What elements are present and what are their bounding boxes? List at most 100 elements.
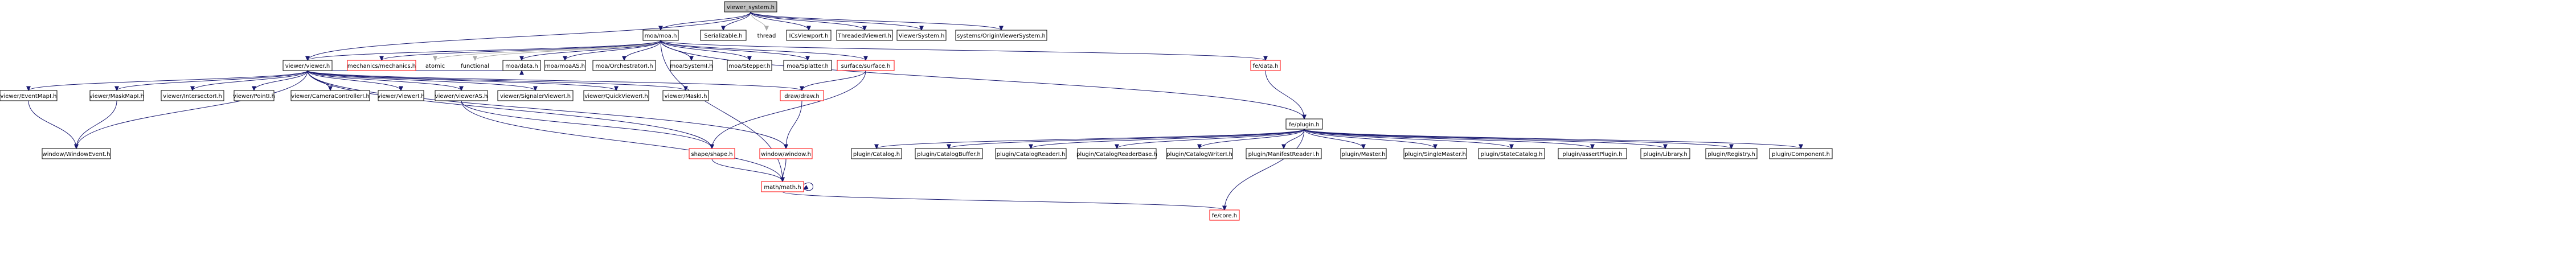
node-p-catwrite[interactable]: plugin/CatalogWriterI.h xyxy=(1166,148,1233,159)
edges-layer xyxy=(26,11,1803,211)
arrow-head-icon xyxy=(710,144,714,150)
node-box xyxy=(689,148,735,159)
node-moa-moaAS[interactable]: moa/moaAS.h xyxy=(544,60,586,71)
node-fe-core[interactable]: fe/core.h xyxy=(1209,209,1240,221)
node-box xyxy=(592,60,656,71)
node-p-catreadbase[interactable]: plugin/CatalogReaderBase.h xyxy=(1076,148,1157,159)
node-p-manifest[interactable]: plugin/ManifestReaderI.h xyxy=(1246,148,1322,159)
edge-root-to-serializable xyxy=(721,11,751,31)
edge-moa_moa-to-moa_data xyxy=(519,40,661,61)
edge-fe_plugin-to-p_catwrite xyxy=(1197,129,1305,150)
node-draw[interactable]: draw/draw.h xyxy=(780,90,824,101)
edge-viewer_viewer-to-maski xyxy=(307,70,688,92)
node-box xyxy=(915,148,983,159)
node-window[interactable]: window/window.h xyxy=(759,148,813,159)
node-math[interactable]: math/math.h xyxy=(761,181,804,192)
node-box xyxy=(497,90,574,101)
edge-fe_plugin-to-fe_core xyxy=(1222,129,1305,211)
node-p-registry[interactable]: plugin/Registry.h xyxy=(1705,148,1758,159)
node-viewer-viewer[interactable]: viewer/viewer.h xyxy=(282,60,333,71)
node-p-catread[interactable]: plugin/CatalogReaderI.h xyxy=(995,148,1067,159)
node-moa-moa[interactable]: moa/moa.h xyxy=(642,30,679,41)
node-p-master[interactable]: plugin/Master.h xyxy=(1340,148,1387,159)
node-ev-map[interactable]: viewer/EventMapI.h xyxy=(0,90,58,101)
node-label: plugin/CatalogWriterI.h xyxy=(1166,151,1232,158)
edge-viewer_viewer-to-moa_data xyxy=(308,69,524,75)
node-box xyxy=(896,30,947,41)
node-fe-data[interactable]: fe/data.h xyxy=(1250,60,1281,71)
node-viewer-system-i[interactable]: ViewerSystem.h xyxy=(896,30,947,41)
edge-line xyxy=(474,40,661,61)
node-moa-stepper[interactable]: moa/Stepper.h xyxy=(727,60,772,71)
edge-root-to-origin_viewer xyxy=(750,11,1004,31)
edge-fe_plugin-to-p_catbuf xyxy=(947,129,1305,150)
node-mech[interactable]: mechanics/mechanics.h xyxy=(347,60,416,71)
edge-line xyxy=(782,191,1225,211)
node-label: math/math.h xyxy=(764,184,801,191)
node-root[interactable]: viewer_system.h xyxy=(724,1,777,13)
edge-line xyxy=(1304,129,1801,149)
edge-line xyxy=(307,70,536,91)
edge-draw-to-window xyxy=(784,100,802,150)
node-origin-viewer[interactable]: systems/OriginViewerSystem.h xyxy=(955,30,1047,41)
edge-moa_moa-to-moa_splatter xyxy=(660,40,810,61)
node-shape[interactable]: shape/shape.h xyxy=(689,148,735,159)
arrow-head-icon xyxy=(1029,144,1033,150)
node-mask-map[interactable]: viewer/MaskMapI.h xyxy=(89,90,144,101)
node-box xyxy=(1209,209,1240,221)
node-box xyxy=(1250,60,1281,71)
node-label: plugin/Component.h xyxy=(1772,151,1830,158)
arrow-head-icon xyxy=(74,144,79,150)
node-sigviewer[interactable]: viewer/SignalerViewerI.h xyxy=(497,90,574,101)
node-label: moa/OrchestratorI.h xyxy=(595,63,653,69)
node-serializable[interactable]: Serializable.h xyxy=(700,30,747,41)
arrow-head-icon xyxy=(947,144,951,150)
node-moa-data[interactable]: moa/data.h xyxy=(502,60,541,71)
node-box xyxy=(42,148,111,159)
node-camctl[interactable]: viewer/CameraControllerI.h xyxy=(290,90,370,101)
node-viewerAS[interactable]: viewer/viewerAS.h xyxy=(435,90,488,101)
node-label: plugin/CatalogReaderI.h xyxy=(997,151,1066,158)
node-win-event[interactable]: window/WindowEvent.h xyxy=(42,148,111,159)
node-ics-viewport[interactable]: ICsViewport.h xyxy=(786,30,832,41)
edge-line xyxy=(660,40,750,61)
node-p-library[interactable]: plugin/Library.h xyxy=(1640,148,1690,159)
node-threaded-viewer[interactable]: ThreadedViewerI.h xyxy=(836,30,893,41)
node-p-assert[interactable]: plugin/assertPlugin.h xyxy=(1558,148,1627,159)
node-maski[interactable]: viewer/MaskI.h xyxy=(662,90,709,101)
node-p-catbuf[interactable]: plugin/CatalogBuffer.h xyxy=(915,148,983,159)
node-viewerI[interactable]: viewer/ViewerI.h xyxy=(377,90,425,101)
node-label: shape/shape.h xyxy=(691,151,732,158)
arrow-head-icon xyxy=(1729,144,1734,150)
node-fe-plugin[interactable]: fe/plugin.h xyxy=(1285,118,1323,130)
arrow-head-icon xyxy=(1361,144,1366,150)
node-moa-orch[interactable]: moa/OrchestratorI.h xyxy=(592,60,656,71)
node-moa-splatter[interactable]: moa/Splatter.h xyxy=(783,60,832,71)
node-box xyxy=(700,30,747,41)
node-label: plugin/Registry.h xyxy=(1707,151,1755,158)
node-p-single[interactable]: plugin/SingleMaster.h xyxy=(1403,148,1467,159)
node-quickviewer[interactable]: viewer/QuickViewerI.h xyxy=(583,90,649,101)
edge-viewer_viewer-to-pointi xyxy=(252,70,308,92)
edge-surface-to-draw xyxy=(800,70,866,92)
node-p-component[interactable]: plugin/Component.h xyxy=(1769,148,1833,159)
node-box xyxy=(234,90,275,101)
node-pointi[interactable]: viewer/PointI.h xyxy=(233,90,275,101)
arrow-head-icon xyxy=(806,26,811,31)
node-intersector[interactable]: viewer/IntersectorI.h xyxy=(161,90,224,101)
edge-fe_plugin-to-p_catread xyxy=(1029,129,1305,150)
edge-root-to-thread xyxy=(750,11,769,31)
node-moa-systemi[interactable]: moa/SystemI.h xyxy=(670,60,713,71)
arrow-head-icon xyxy=(614,86,619,92)
node-surface[interactable]: surface/surface.h xyxy=(837,60,895,71)
node-label: viewer/MaskMapI.h xyxy=(89,93,144,100)
node-label: fe/plugin.h xyxy=(1289,122,1320,128)
edge-line xyxy=(711,70,866,149)
node-p-state[interactable]: plugin/StateCatalog.h xyxy=(1478,148,1545,159)
edge-moa_moa-to-moa_moaAS xyxy=(563,40,661,61)
arrow-head-icon xyxy=(563,56,567,61)
edge-line xyxy=(307,40,661,61)
edge-line xyxy=(253,70,308,91)
node-p-catalog[interactable]: plugin/Catalog.h xyxy=(851,148,902,159)
